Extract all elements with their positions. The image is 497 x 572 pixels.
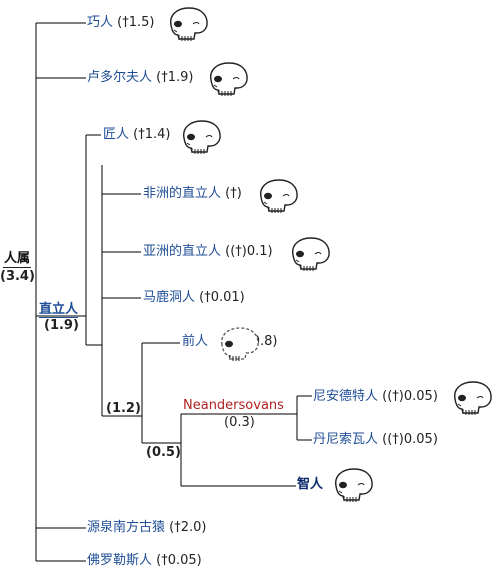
root-date: (3.4) (0, 269, 35, 284)
taxon-denisovan-link[interactable]: 丹尼索瓦人 (313, 432, 379, 447)
root-genus-label: 人属 (3.4) (0, 250, 35, 285)
taxon-ergaster-dates: (†1.4) (133, 127, 171, 142)
node-date-0-5: (0.5) (146, 445, 181, 460)
taxon-rudolfensis-dates: (†1.9) (156, 70, 194, 85)
taxon-neandersovans-label: Neandersovans (183, 398, 284, 413)
taxon-denisovan: 丹尼索瓦人 ((†)0.05) (313, 432, 438, 448)
taxon-neandersovans: Neandersovans (183, 398, 284, 414)
skull-icon (287, 235, 331, 273)
taxon-floresiensis: 佛罗勒斯人 (†0.05) (87, 553, 202, 569)
skull-icon (165, 5, 209, 43)
taxon-habilis-link[interactable]: 巧人 (87, 15, 114, 30)
taxon-neanderthal: 尼安德特人 ((†)0.05) (313, 389, 438, 405)
skull-icon (330, 466, 374, 504)
taxon-ergaster-link[interactable]: 匠人 (103, 127, 130, 142)
taxon-erectus-africa: 非洲的直立人 (†) (143, 186, 242, 202)
taxon-erectus-africa-link[interactable]: 非洲的直立人 (143, 186, 222, 201)
taxon-neanderthal-dates: ((†)0.05) (382, 389, 438, 404)
taxon-erectus-asia: 亚洲的直立人 ((†)0.1) (143, 244, 273, 260)
taxon-erectus-asia-dates: ((†)0.1) (225, 244, 273, 259)
skull-icon (178, 118, 222, 156)
taxon-floresiensis-link[interactable]: 佛罗勒斯人 (87, 553, 153, 568)
skull-icon (255, 177, 299, 215)
taxon-antecessor-link[interactable]: 前人 (182, 334, 209, 349)
taxon-maludong-link[interactable]: 马鹿洞人 (143, 290, 196, 305)
taxon-maludong: 马鹿洞人 (†0.01) (143, 290, 245, 306)
taxon-sapiens-link[interactable]: 智人 (297, 477, 324, 492)
taxon-floresiensis-dates: (†0.05) (156, 553, 202, 568)
erectus-clade-name[interactable]: 直立人 (39, 302, 79, 318)
taxon-sediba-dates: (†2.0) (169, 520, 207, 535)
taxon-sediba: 源泉南方古猿 (†2.0) (87, 520, 206, 536)
taxon-neanderthal-link[interactable]: 尼安德特人 (313, 389, 379, 404)
taxon-sapiens: 智人 (297, 477, 323, 493)
erectus-clade-date: (1.9) (44, 318, 79, 333)
skull-icon (216, 325, 260, 363)
root-name: 人属 (2, 251, 31, 268)
node-date-1-2: (1.2) (106, 401, 141, 416)
taxon-denisovan-dates: ((†)0.05) (382, 432, 438, 447)
taxon-erectus-africa-dates: (†) (225, 186, 242, 201)
taxon-rudolfensis: 卢多尔夫人 (†1.9) (87, 70, 193, 86)
skull-icon (205, 60, 249, 98)
taxon-erectus-asia-link[interactable]: 亚洲的直立人 (143, 244, 222, 259)
taxon-ergaster: 匠人 (†1.4) (103, 127, 170, 143)
taxon-habilis-dates: (†1.5) (117, 15, 155, 30)
skull-icon (449, 379, 493, 417)
taxon-sediba-link[interactable]: 源泉南方古猿 (87, 520, 166, 535)
erectus-clade-label[interactable]: 直立人 (39, 302, 79, 318)
taxon-rudolfensis-link[interactable]: 卢多尔夫人 (87, 70, 153, 85)
taxon-maludong-dates: (†0.01) (199, 290, 245, 305)
node-date-0-3: (0.3) (224, 415, 255, 430)
taxon-habilis: 巧人 (†1.5) (87, 15, 154, 31)
